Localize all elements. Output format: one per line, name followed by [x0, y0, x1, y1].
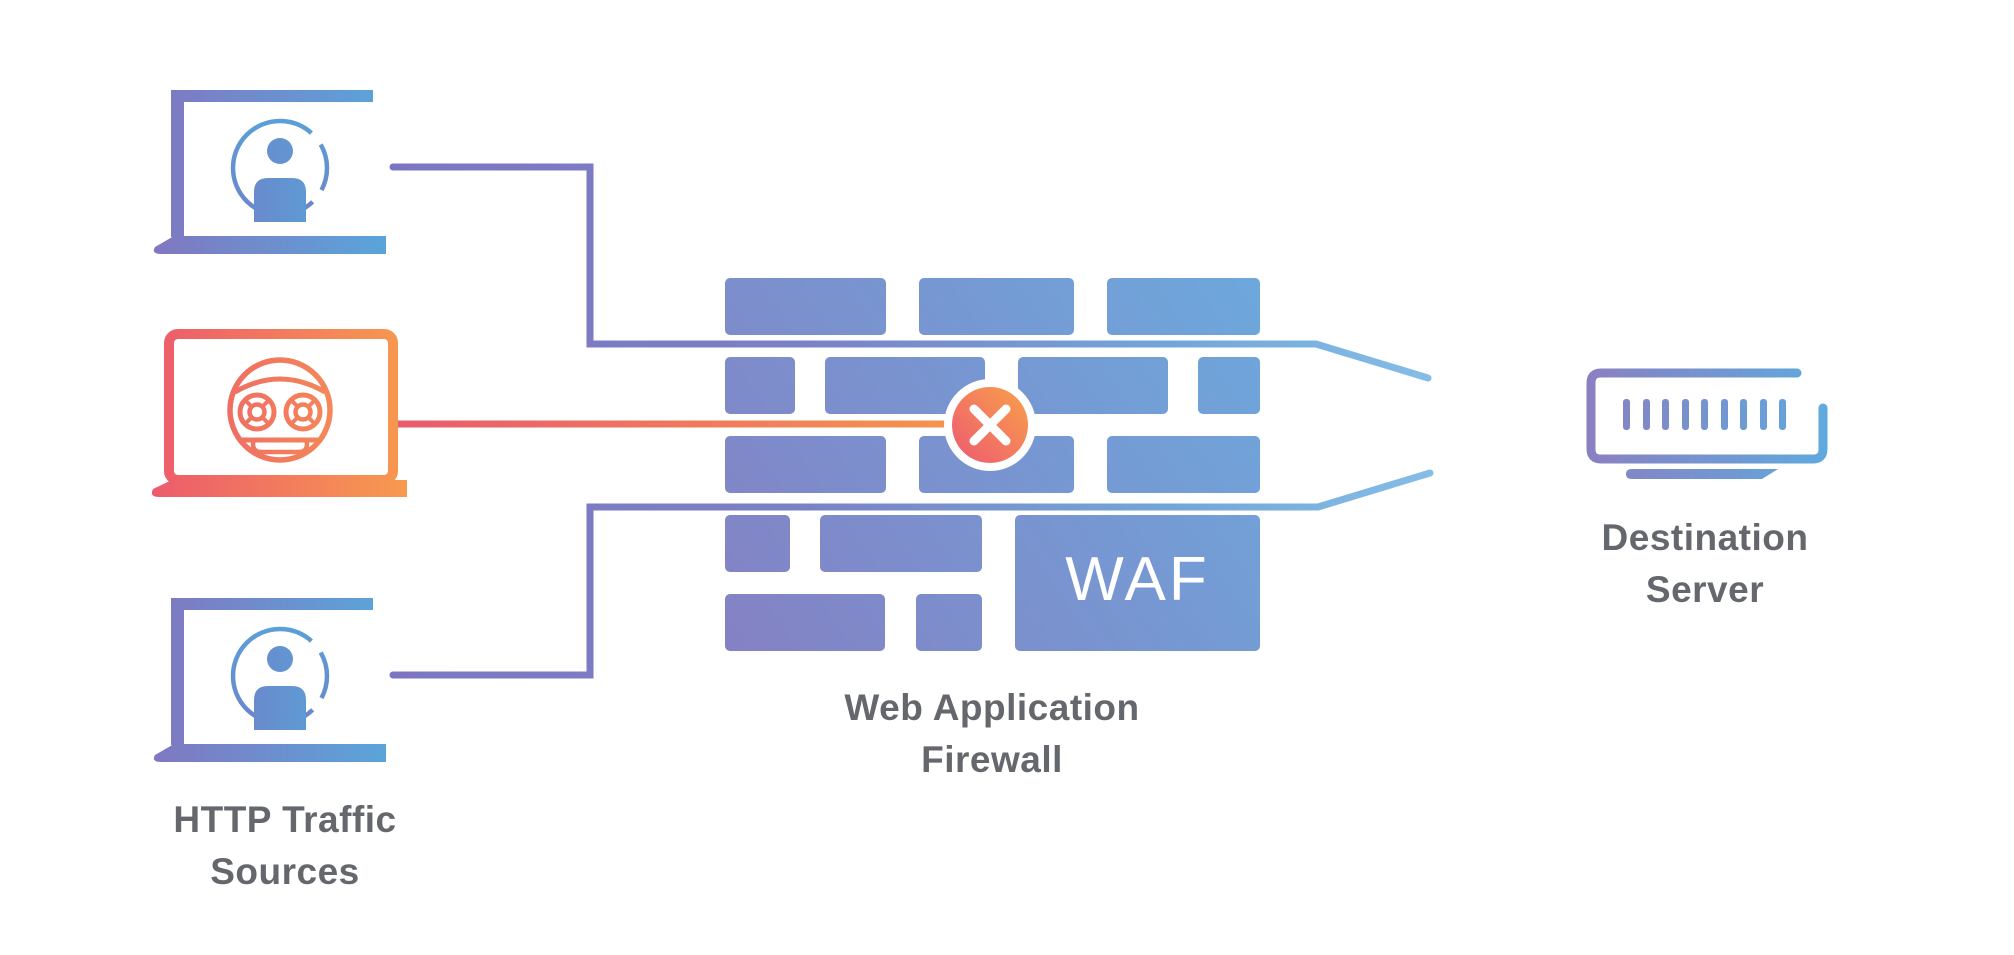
waf-badge-brick: [1015, 515, 1260, 651]
label-destination-server: Destination Server: [1505, 512, 1905, 616]
label-line: Web Application: [844, 687, 1140, 728]
server-icon: [1586, 368, 1828, 479]
laptop-user-top-icon: [154, 90, 386, 254]
laptop-user-bottom-icon: [154, 598, 386, 762]
blocked-x-icon: [944, 379, 1036, 471]
server-vent-slots: [1623, 399, 1786, 430]
flow-line-top-allowed: [389, 163, 1432, 382]
label-line: Server: [1645, 569, 1765, 610]
label-web-application-firewall: Web Application Firewall: [792, 682, 1192, 786]
bot-face-icon: [227, 357, 333, 463]
waf-badge-text: WAF: [1065, 545, 1210, 614]
laptop-base: [151, 480, 407, 497]
flow-line-bottom-allowed: [389, 469, 1434, 679]
label-http-traffic-sources: HTTP Traffic Sources: [85, 794, 485, 898]
label-line: HTTP Traffic: [173, 799, 397, 840]
server-shadow-bar: [1626, 469, 1778, 479]
laptop-bot-malicious-icon: [151, 329, 407, 497]
label-line: Firewall: [921, 739, 1063, 780]
label-line: Destination: [1601, 517, 1809, 558]
firewall-wall: [725, 278, 1260, 651]
label-line: Sources: [210, 851, 360, 892]
